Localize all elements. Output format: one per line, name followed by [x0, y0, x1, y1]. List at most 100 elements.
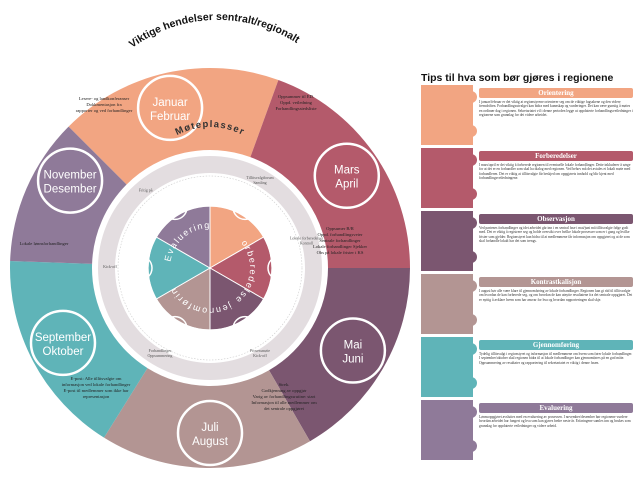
month-line1: Mars	[334, 165, 360, 177]
meeting-bubble	[232, 194, 258, 221]
ring-text-line: Lesere- og landkonferanser	[79, 96, 130, 101]
month-line2: Desember	[44, 184, 97, 196]
meeting-label-fritidsmote: Fritig på	[139, 187, 153, 192]
meeting-label-line: Oppsummering	[148, 353, 173, 358]
tip-heading: Forberedelser	[479, 151, 633, 161]
ring-text-line: E-post til medlemmer som ikke har	[64, 388, 129, 393]
ring-text-line: representasjon	[83, 394, 110, 399]
ring-text-line: Informasjon til alle medlemmer om	[251, 400, 317, 405]
tip-puzzle-tab	[469, 343, 477, 355]
month-circle-shape	[313, 142, 381, 209]
ring-text-nov-des-lower: Lokale lønnsforhandlinger	[20, 241, 69, 246]
ring-text-line: det sentrale oppgjøret	[264, 406, 305, 411]
ring-text-line: Oppd. forhandlingsveier	[318, 232, 363, 237]
ring-text-line: Sentrale forhandlinger	[319, 238, 361, 243]
meeting-label-line: Lokale forberedelser	[290, 236, 324, 241]
meeting-label-line: Kick-off	[103, 264, 117, 269]
ring-text-line: Oppsumer B/R	[326, 226, 355, 231]
month-line2: Februar	[150, 111, 190, 123]
month-line1: Mai	[344, 340, 363, 352]
tip-heading: Orientering	[479, 88, 633, 98]
tip-heading: Observasjon	[479, 214, 633, 224]
month-line2: April	[335, 179, 358, 191]
tip-body: I januar/februar er det viktig at region…	[479, 100, 633, 117]
meeting-bubble	[127, 255, 153, 281]
month-line1: Juli	[201, 422, 218, 434]
tip-body: I mars/april er det viktig å forberede r…	[479, 163, 631, 180]
ring-text-line: Obs på lokale frister i KS	[317, 250, 364, 255]
ring-text-line: Dokkmentasjon fra	[86, 102, 121, 107]
tip-puzzle-tab	[469, 154, 477, 166]
month-circle-shape	[136, 74, 204, 142]
tip-puzzle-tab	[469, 217, 477, 229]
ring-text-line: Oppsummer til ED.	[278, 94, 314, 99]
ring-text-line: Forhandlingsstedsliste	[275, 106, 316, 111]
tip-body: Tydelig tillitsvalgt i regionstyret og i…	[479, 352, 633, 365]
meeting-label-line: Samling	[253, 180, 266, 185]
outer-title: Viktige hendelser sentralt/regionalt	[127, 11, 302, 51]
meeting-label-line: Kick-off	[253, 353, 267, 358]
ring-text-line: Oppd. veiledning	[280, 100, 313, 105]
month-line1: Januar	[152, 97, 187, 109]
annual-wheel-diagram: ForberedelserGjennomføringEvalueringTill…	[9, 10, 410, 468]
month-line1: November	[44, 170, 97, 182]
month-line2: Juni	[342, 354, 363, 366]
ring-text-line: E-post: Alle tillitsvalgte om	[71, 376, 122, 381]
ring-text-line: Lokale lønnsforhandlinger	[20, 241, 69, 246]
outer-title-path: Viktige hendelser sentralt/regionalt	[127, 11, 302, 51]
ring-text-line: rapporter og ved forhandlinger	[76, 108, 133, 113]
month-line2: Oktober	[43, 346, 84, 358]
tip-puzzle-tab	[469, 251, 477, 263]
ring-text-line: Godkjenning av oppgjør	[262, 388, 307, 393]
tip-puzzle-tab	[469, 314, 477, 326]
tip-body: Lønnsoppgjøret avsluttes med en evalueri…	[479, 415, 631, 428]
ring-text-layer: Oppsummer til ED.Oppd. veiledningForhand…	[20, 94, 368, 411]
tip-row-orientering: Orientering I januar/februar er det vikti…	[421, 85, 635, 145]
meeting-label-line: Forhandlinger	[149, 348, 172, 353]
tip-puzzle-tab	[469, 188, 477, 200]
tips-title: Tips til hva som bør gjøres i regionene	[421, 72, 614, 84]
tip-color-bar	[421, 148, 473, 208]
tip-puzzle-tab	[469, 377, 477, 389]
month-circle-shape	[36, 147, 104, 214]
meeting-label-kickoff: Kick-off	[103, 264, 117, 269]
tip-puzzle-tab	[469, 440, 477, 452]
ring-text-line: Varig av forhandlingssrutine: start	[253, 394, 316, 399]
ring-text-line: Lokale forhandlinger Sjekker	[313, 244, 368, 249]
sector-outline	[147, 205, 273, 331]
month-circles: JanuarFebruarMarsAprilMaiJuniJuliAugustS…	[29, 74, 387, 467]
ring-text-line: informasjon ved lokale forhandlinger	[62, 382, 131, 387]
tip-puzzle-tab	[469, 406, 477, 418]
month-line2: August	[192, 436, 229, 448]
month-circle-shape	[29, 309, 97, 377]
month-circle-shape	[176, 399, 244, 467]
ring-text-line: Strek.	[279, 382, 290, 387]
tip-color-bar	[421, 400, 473, 460]
ring-text-jan-feb-left: Lesere- og landkonferanserDokkmentasjon …	[76, 96, 133, 113]
tip-body: Ved partenes forhandlinger og idet arbei…	[479, 226, 630, 243]
tip-row-forberedelser: Forberedelser I mars/april er det viktig …	[421, 148, 635, 208]
tips-panel: Orientering I januar/februar er det vikti…	[421, 85, 635, 463]
meeting-label-line: Kontroll	[300, 241, 314, 246]
inner-dotted-ring	[117, 175, 303, 361]
tip-heading: Kontrastkalisjon	[479, 277, 633, 287]
tip-color-bar	[421, 274, 473, 334]
tip-puzzle-tab	[469, 125, 477, 137]
tip-puzzle-tab	[469, 91, 477, 103]
month-line1: September	[35, 332, 91, 344]
tip-puzzle-tab	[469, 280, 477, 292]
tip-color-bar	[421, 337, 473, 397]
